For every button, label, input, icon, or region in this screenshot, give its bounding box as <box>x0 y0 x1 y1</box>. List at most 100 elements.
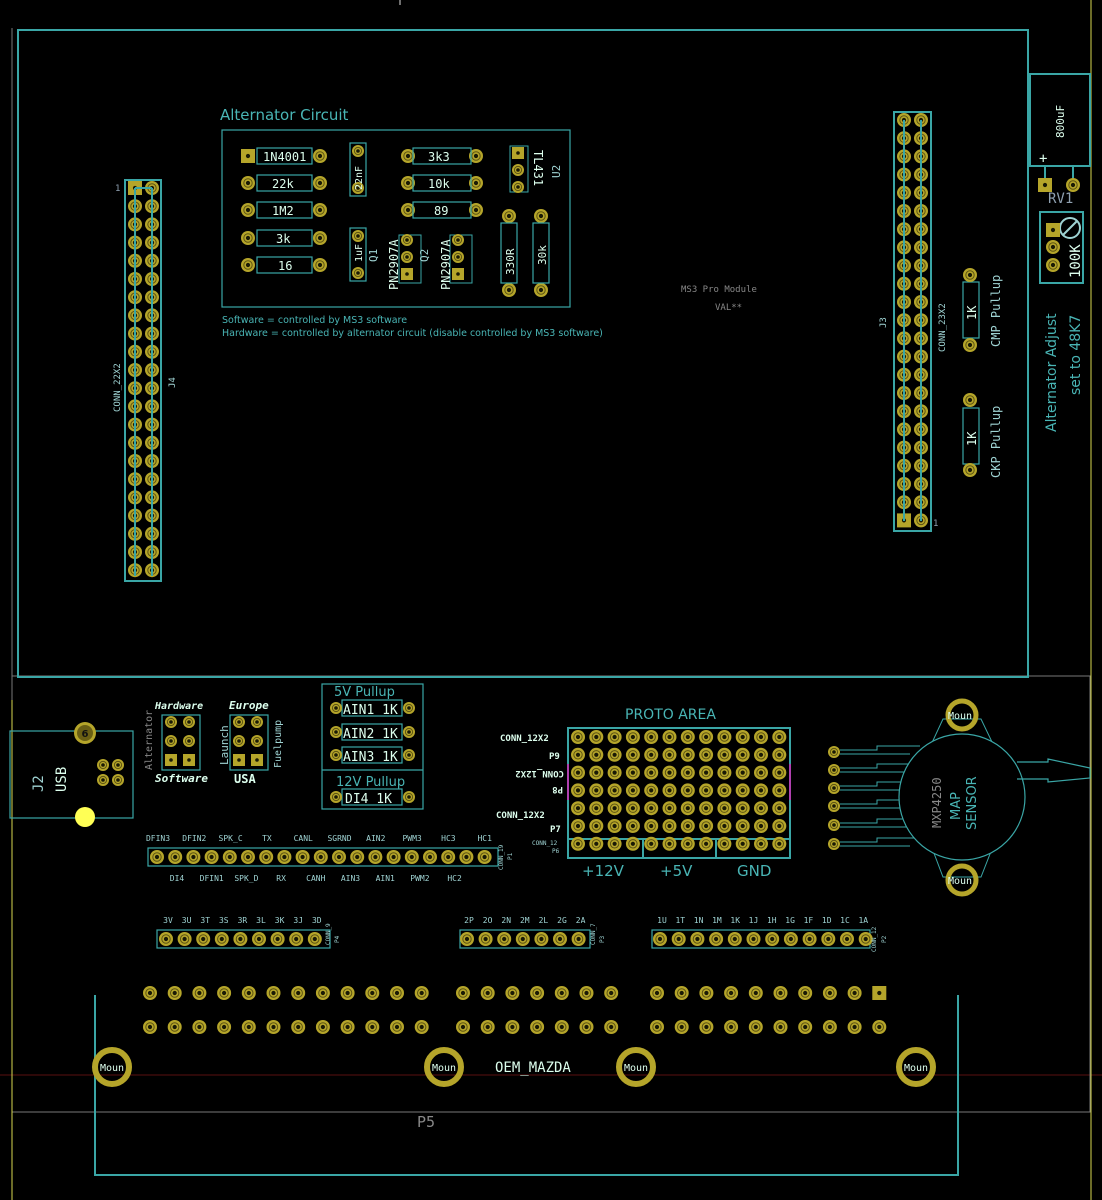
pad[interactable] <box>251 754 263 766</box>
pad[interactable] <box>252 932 266 946</box>
pad[interactable] <box>754 801 768 816</box>
pad[interactable] <box>765 932 780 946</box>
pad[interactable] <box>772 730 787 744</box>
pad[interactable] <box>330 749 342 761</box>
pad[interactable] <box>754 819 768 833</box>
pad[interactable] <box>401 268 413 280</box>
pad[interactable] <box>717 765 732 780</box>
pad[interactable] <box>589 730 604 744</box>
pad[interactable] <box>607 819 622 833</box>
pad[interactable] <box>1038 178 1052 192</box>
jumper-blocks[interactable]: Hardware Software Alternator Europe USA … <box>144 699 284 786</box>
pad[interactable] <box>735 747 750 762</box>
pad[interactable] <box>241 850 255 864</box>
pad[interactable] <box>662 765 677 780</box>
pad[interactable] <box>233 932 248 946</box>
pad[interactable] <box>644 765 659 780</box>
pad[interactable] <box>165 754 177 766</box>
pad[interactable] <box>401 203 415 217</box>
pad[interactable] <box>352 230 364 242</box>
pad[interactable] <box>571 836 585 851</box>
pad[interactable] <box>754 783 768 798</box>
pad[interactable] <box>690 932 705 946</box>
pad[interactable] <box>822 1020 837 1034</box>
pad[interactable] <box>963 338 977 352</box>
pad[interactable] <box>644 836 659 851</box>
pad[interactable] <box>340 1020 355 1034</box>
pad[interactable] <box>414 986 429 1000</box>
pad[interactable] <box>452 234 464 246</box>
pad[interactable] <box>295 850 310 864</box>
pad[interactable] <box>1046 258 1060 272</box>
capacitor-800uf[interactable]: 800uF + <box>1029 73 1091 180</box>
pad[interactable] <box>607 765 622 780</box>
pad[interactable] <box>167 1020 182 1034</box>
pad[interactable] <box>480 1020 495 1034</box>
pad[interactable] <box>828 819 840 831</box>
pad[interactable] <box>773 986 788 1000</box>
pad[interactable] <box>469 149 483 163</box>
pad[interactable] <box>822 986 837 1000</box>
pad[interactable] <box>390 1020 404 1034</box>
pad[interactable] <box>456 1020 470 1034</box>
pad[interactable] <box>772 819 787 833</box>
pad[interactable] <box>772 783 787 798</box>
pad[interactable] <box>477 850 492 864</box>
pad[interactable] <box>233 716 245 728</box>
pad[interactable] <box>150 850 164 864</box>
pad[interactable] <box>266 986 281 1000</box>
pad[interactable] <box>607 783 622 798</box>
pad[interactable] <box>502 209 516 223</box>
pad[interactable] <box>727 932 742 946</box>
pad[interactable] <box>607 747 622 762</box>
pad[interactable] <box>512 164 524 176</box>
pad[interactable] <box>315 1020 330 1034</box>
pad[interactable] <box>192 986 207 1000</box>
connector-j4[interactable]: 1 CONN_22X2 J4 <box>113 179 178 582</box>
pad[interactable] <box>963 393 977 407</box>
pad[interactable] <box>241 1020 256 1034</box>
pad[interactable] <box>368 850 383 864</box>
pad[interactable] <box>724 1020 739 1034</box>
pad[interactable] <box>251 735 263 747</box>
pad[interactable] <box>97 774 109 786</box>
pad[interactable] <box>259 850 274 864</box>
pad[interactable] <box>699 986 714 1000</box>
pad[interactable] <box>828 782 840 794</box>
pad[interactable] <box>459 850 474 864</box>
pad[interactable] <box>699 747 714 762</box>
pad[interactable] <box>352 145 364 157</box>
pad[interactable] <box>512 147 524 159</box>
pad[interactable] <box>644 783 659 798</box>
pad[interactable] <box>571 765 585 780</box>
pad[interactable] <box>735 765 750 780</box>
pad[interactable] <box>772 765 787 780</box>
pad[interactable] <box>604 1020 619 1034</box>
pad[interactable] <box>748 986 763 1000</box>
pad[interactable] <box>554 986 569 1000</box>
pad[interactable] <box>650 1020 664 1034</box>
pad[interactable] <box>644 819 659 833</box>
pad[interactable] <box>241 231 255 245</box>
pad[interactable] <box>828 746 840 758</box>
pad[interactable] <box>754 765 768 780</box>
pad[interactable] <box>233 735 245 747</box>
pad[interactable] <box>534 932 549 946</box>
pad[interactable] <box>644 747 659 762</box>
connector-j3[interactable]: 1 CONN_23X2 J3 <box>879 111 948 532</box>
pad[interactable] <box>270 932 285 946</box>
pad[interactable] <box>662 783 677 798</box>
pad[interactable] <box>168 850 183 864</box>
pad[interactable] <box>571 730 585 744</box>
pad[interactable] <box>735 783 750 798</box>
pad[interactable] <box>680 801 695 816</box>
pad[interactable] <box>365 986 380 1000</box>
pad[interactable] <box>515 932 530 946</box>
map-sensor[interactable]: MXP4250 MAP SENSOR Moun Moun <box>828 698 1091 897</box>
pad[interactable] <box>717 783 732 798</box>
usb-connector-j2[interactable]: J2 USB <box>9 730 134 819</box>
pad[interactable] <box>717 819 732 833</box>
